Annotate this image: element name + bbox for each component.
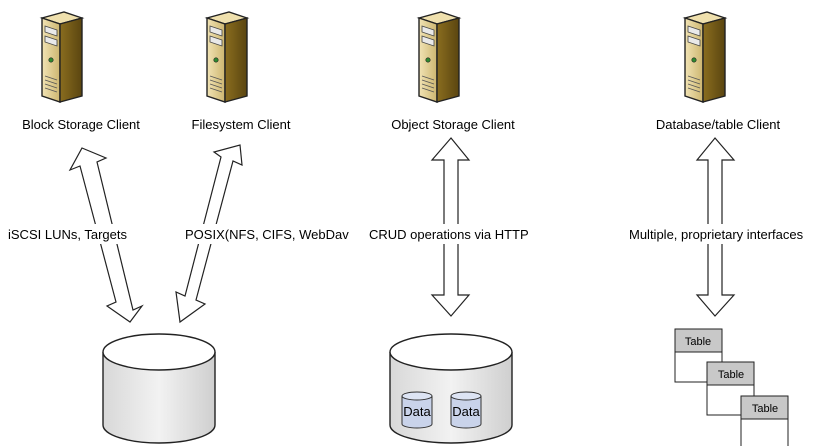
object-storage-server-icon (418, 11, 460, 103)
client-label-database: Database/table Client (656, 117, 781, 132)
interface-label-filesystem: POSIX(NFS, CIFS, WebDav (185, 227, 349, 242)
data-label: Data (403, 404, 431, 419)
client-label-block: Block Storage Client (22, 117, 140, 132)
block-storage-server-icon (41, 11, 83, 103)
data-cylinder-2: Data (450, 391, 482, 429)
interface-label-object: CRUD operations via HTTP (369, 227, 529, 242)
table-label: Table (685, 336, 711, 348)
shared-disk-icon (102, 333, 216, 444)
filesystem-server-icon (206, 11, 248, 103)
table-label: Table (718, 369, 744, 381)
interface-label-database: Multiple, proprietary interfaces (629, 227, 804, 242)
table-label: Table (752, 403, 778, 415)
database-server-icon (684, 11, 726, 103)
client-label-filesystem: Filesystem Client (192, 117, 291, 132)
data-label: Data (452, 404, 480, 419)
table-icon-3: Table (740, 395, 789, 446)
interface-label-block: iSCSI LUNs, Targets (8, 227, 127, 242)
client-label-object: Object Storage Client (391, 117, 515, 132)
data-cylinder-1: Data (401, 391, 433, 429)
